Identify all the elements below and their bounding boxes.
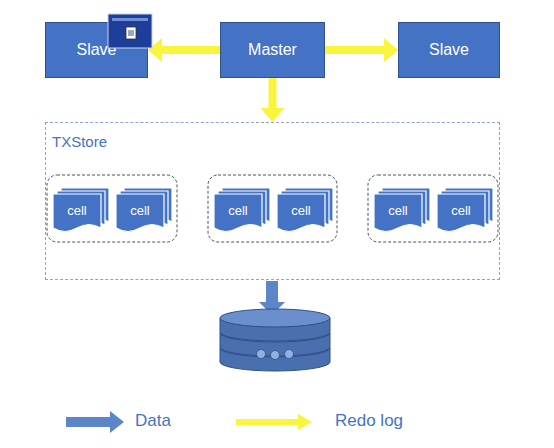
frame-title: TXStore xyxy=(52,133,107,150)
store-frame: TXStore cell cell cell cell cell cell xyxy=(45,122,500,280)
cell-label: cell xyxy=(214,194,262,226)
database-symbol xyxy=(220,309,330,371)
cell-label: cell xyxy=(374,194,422,226)
legend-label: Redo log xyxy=(335,411,403,431)
thumbnail-image xyxy=(108,14,152,48)
cell-group xyxy=(208,175,337,242)
cell-layer xyxy=(277,194,325,232)
cell-node: cell xyxy=(277,188,333,234)
cell-layer xyxy=(214,194,262,232)
box-label: Master xyxy=(248,41,297,59)
redo-log-arrow xyxy=(148,38,220,62)
cell-label: cell xyxy=(116,194,164,226)
legend-label: Data xyxy=(135,411,171,431)
cell-layer xyxy=(116,194,164,232)
box-label: Slave xyxy=(76,41,116,59)
cell-layer xyxy=(374,194,422,232)
legend-data-arrow xyxy=(66,411,124,433)
redo-log-arrow xyxy=(261,78,285,122)
server-box: Master xyxy=(220,22,325,78)
cell-node: cell xyxy=(53,188,109,234)
cell-label: cell xyxy=(277,194,325,226)
cell-group xyxy=(368,175,498,242)
cell-label: cell xyxy=(53,194,101,226)
thumbnail-icon xyxy=(126,27,136,39)
legend-redo-arrow xyxy=(236,414,312,430)
cell-group xyxy=(47,175,177,242)
thumbnail-icon-detail xyxy=(128,30,134,36)
box-label: Slave xyxy=(429,41,469,59)
thumbnail-bar xyxy=(112,18,148,21)
cell-node: cell xyxy=(116,188,172,234)
cell-layer xyxy=(53,194,101,232)
data-arrow xyxy=(259,281,285,315)
cell-node: cell xyxy=(214,188,270,234)
redo-log-arrow xyxy=(325,38,398,62)
cell-layer xyxy=(437,194,485,232)
cell-node: cell xyxy=(437,188,493,234)
server-box: Slave xyxy=(45,22,148,78)
cell-node: cell xyxy=(374,188,430,234)
cell-label: cell xyxy=(437,194,485,226)
server-box: Slave xyxy=(398,22,500,78)
